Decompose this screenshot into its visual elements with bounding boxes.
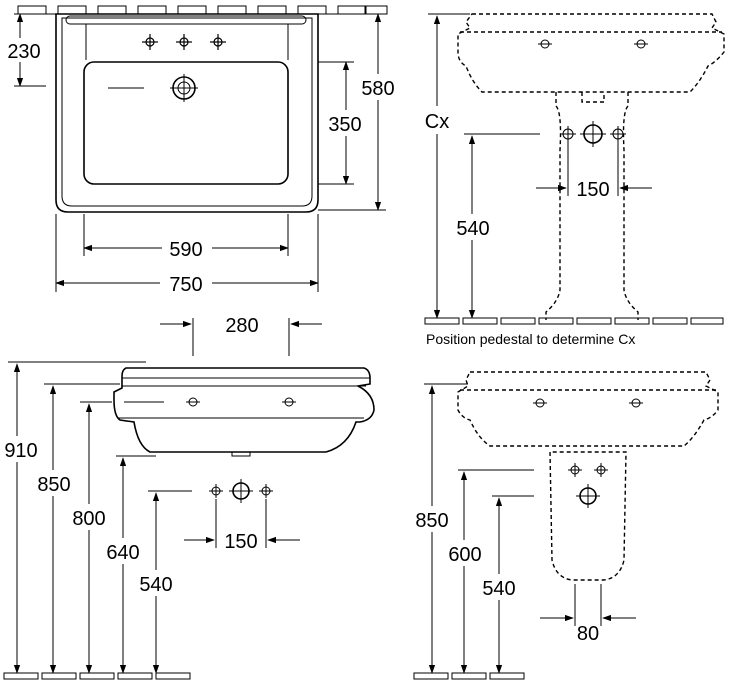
dim-150: 150 <box>576 179 609 201</box>
basin-outline-semi <box>457 371 719 447</box>
tap-hole-icon <box>186 397 200 407</box>
dim-850-semi: 850 <box>415 510 448 532</box>
wall-tiles-top <box>17 5 388 15</box>
supply-pipe-icon <box>610 126 626 142</box>
dim-230: 230 <box>7 41 40 63</box>
floor-tiles-right-top <box>424 317 724 325</box>
dim-350: 350 <box>328 114 361 136</box>
pedestal-front-view: Cx 540 150 Position pedestal to determin… <box>420 13 725 347</box>
tap-hole-icon <box>176 34 192 50</box>
tap-hole-icon <box>629 398 643 408</box>
semi-pedestal-view: 850 600 540 80 <box>410 371 719 680</box>
dim-80: 80 <box>577 623 599 645</box>
tap-hole-icon <box>142 34 158 50</box>
floor-tiles-right-bottom <box>413 672 525 680</box>
tap-hole-icon <box>210 34 226 50</box>
tap-hole-icon <box>533 398 547 408</box>
side-view: 280 150 910 850 800 <box>0 315 375 680</box>
dim-540: 540 <box>456 218 489 240</box>
supply-pipe-icon <box>259 484 273 498</box>
dim-850: 850 <box>37 474 70 496</box>
dim-280: 280 <box>225 315 258 337</box>
dim-580: 580 <box>361 78 394 100</box>
pedestal-note: Position pedestal to determine Cx <box>426 331 635 347</box>
dim-910: 910 <box>4 440 37 462</box>
dim-cx: Cx <box>425 111 449 133</box>
dim-590: 590 <box>169 239 202 261</box>
basin-outline-top <box>55 13 319 213</box>
waste-pipe-icon <box>580 121 606 147</box>
supply-pipe-icon <box>594 463 608 477</box>
waste-pipe-icon <box>229 479 253 503</box>
dim-750: 750 <box>169 274 202 296</box>
basin-outline-front <box>457 13 725 93</box>
basin-profile-side <box>113 367 375 453</box>
dim-540-side: 540 <box>139 574 172 596</box>
supply-pipe-icon <box>560 126 576 142</box>
supply-pipe-icon <box>568 463 582 477</box>
dim-640: 640 <box>106 542 139 564</box>
tap-hole-icon <box>538 39 552 49</box>
bowl-outline-top <box>83 61 289 185</box>
dim-800: 800 <box>72 508 105 530</box>
dim-600: 600 <box>448 544 481 566</box>
drain-icon <box>170 74 198 102</box>
semi-pedestal-outline <box>549 451 627 581</box>
pedestal-outline <box>545 92 639 320</box>
dim-150-side: 150 <box>224 531 257 553</box>
waste-pipe-icon <box>576 484 600 508</box>
floor-tiles-left <box>3 672 191 680</box>
supply-pipe-icon <box>209 484 223 498</box>
tap-hole-icon <box>634 39 648 49</box>
top-view: 230 580 350 590 750 <box>2 5 401 296</box>
dim-540-semi: 540 <box>482 578 515 600</box>
tap-hole-icon <box>282 397 296 407</box>
